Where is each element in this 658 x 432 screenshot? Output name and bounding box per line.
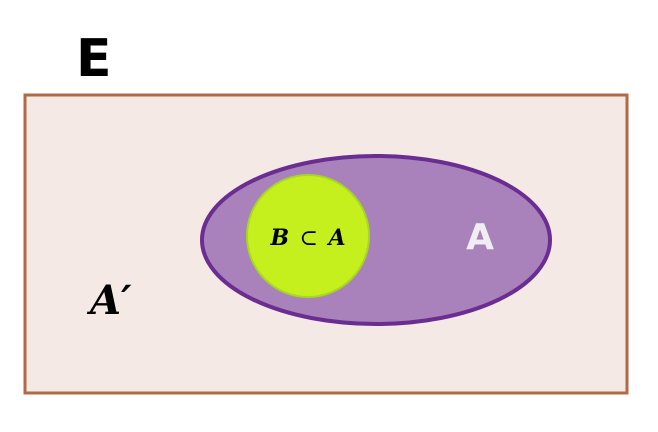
subset-symbol: ⊂ bbox=[300, 226, 318, 251]
set-b-circle bbox=[246, 174, 370, 298]
subset-label-right: A bbox=[326, 225, 345, 251]
set-a-label: A bbox=[466, 217, 494, 258]
universe-label: E bbox=[76, 29, 112, 89]
complement-label: A′ bbox=[86, 277, 132, 324]
subset-label: B ⊂ A bbox=[269, 225, 345, 251]
subset-label-left: B bbox=[269, 225, 289, 251]
